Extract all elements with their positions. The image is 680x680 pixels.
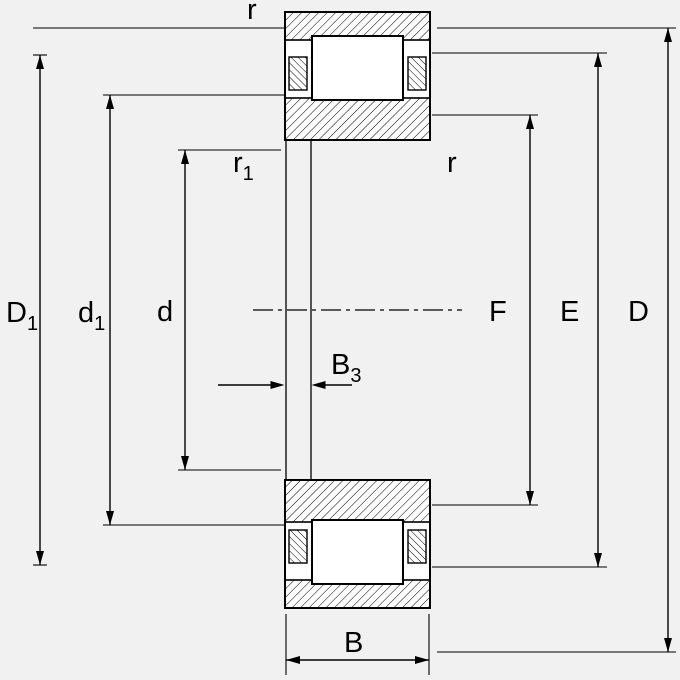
arrow-down-icon [526,491,534,505]
cage-bar-right-bottom [407,529,427,564]
arrow-down-icon [594,553,602,567]
dim-label-D: D [628,296,649,328]
cage-bar-right-top [407,56,427,91]
cage-bar-left-bottom [288,529,308,564]
dimension-D1 [33,54,47,566]
bearing-outline-bottom [284,479,431,609]
dimension-d [178,149,281,471]
dimension-F [432,114,538,506]
dimension-B3 [218,381,352,389]
bearing-outline-top [284,11,431,141]
roller-top [311,35,404,101]
dim-label-d: d [157,296,173,328]
arrow-left-icon [311,381,326,389]
arrow-up-icon [106,95,114,109]
dim-label-E: E [560,296,579,328]
dimension-E [432,52,607,568]
arrow-up-icon [594,53,602,67]
arrow-up-icon [181,150,189,164]
arrow-down-icon [181,456,189,470]
arrow-up-icon [664,28,672,42]
inner-ring-section-bottom [284,479,431,523]
dim-label-B: B [344,627,363,659]
bore-lines [285,140,312,480]
radius-label-r-top: r [247,0,257,26]
dim-label-D1: D1 [6,297,38,335]
dim-label-F: F [489,296,507,328]
dimension-B [285,614,430,675]
arrow-right-icon [415,656,429,664]
radius-label-r1: r1 [233,147,254,185]
dim-label-d1: d1 [78,297,105,335]
arrow-left-icon [286,656,300,664]
arrow-down-icon [664,638,672,652]
cage-bar-left-top [288,56,308,91]
dim-label-B3: B3 [331,349,361,387]
arrow-up-icon [526,115,534,129]
dimension-D [437,27,676,653]
roller-bottom [311,519,404,585]
inner-ring-section-top [284,97,431,141]
radius-label-r-right: r [447,147,457,179]
arrow-down-icon [36,551,44,565]
bearing-top-section [284,11,431,141]
arrow-up-icon [36,55,44,69]
arrow-down-icon [106,511,114,525]
bearing-bottom-section [284,479,431,609]
dimension-d1 [103,94,284,526]
arrow-right-icon [270,381,285,389]
